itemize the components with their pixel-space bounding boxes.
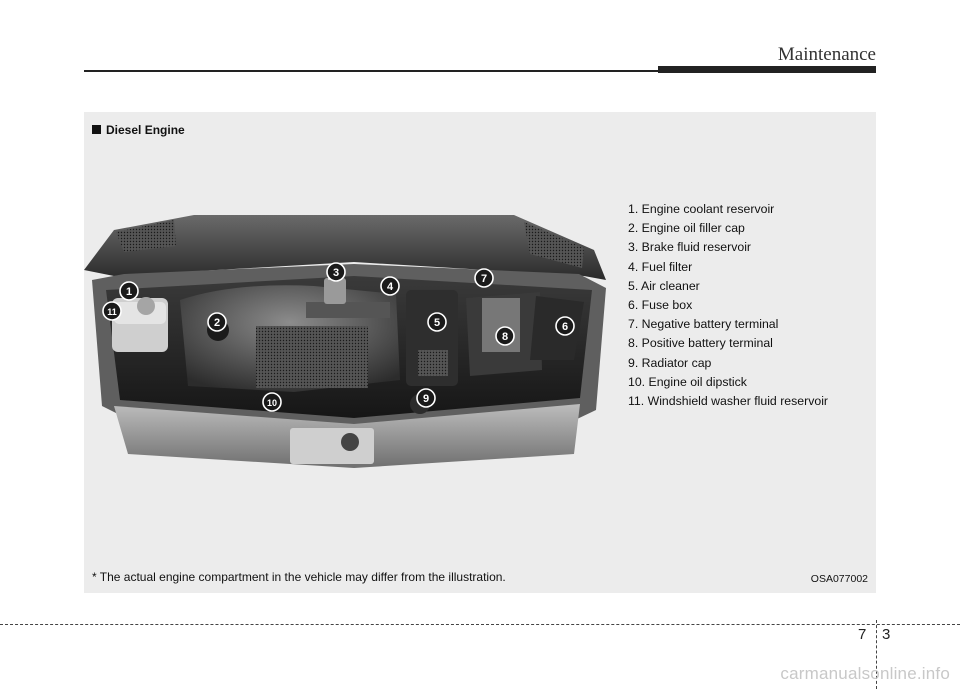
callout-marker-2 [207, 312, 227, 332]
callout-label-4: 4 [387, 281, 394, 293]
callout-label-7: 7 [481, 273, 487, 285]
header-rule-thin [84, 70, 664, 72]
callout-marker-6 [555, 316, 575, 336]
component-legend: 1. Engine coolant reservoir 2. Engine oi… [628, 200, 828, 411]
callout-label-3: 3 [333, 267, 339, 279]
legend-item: 1. Engine coolant reservoir [628, 202, 775, 216]
chapter-number: 7 [858, 626, 867, 643]
callout-marker-11 [102, 301, 122, 321]
section-title: Maintenance [777, 44, 876, 65]
legend-item: 2. Engine oil filler cap [628, 221, 745, 236]
callout-marker-8 [495, 326, 515, 346]
legend-item: 11. Windshield washer fluid reservoir [628, 393, 829, 408]
callout-label-2: 2 [214, 317, 220, 329]
callout-marker-7 [474, 268, 494, 288]
callout-label-9: 9 [423, 393, 429, 405]
callout-label-5: 5 [434, 317, 440, 329]
square-bullet-icon [92, 125, 101, 134]
callout-marker-1 [119, 281, 139, 301]
watermark: carmanualsonline.info [780, 664, 950, 683]
legend-item: 3. Brake fluid reservoir [628, 240, 752, 255]
callout-marker-3 [326, 262, 346, 282]
legend-item: 6. Fuse box [628, 297, 693, 312]
legend-item: 9. Radiator cap [628, 355, 712, 370]
legend-item: 7. Negative battery terminal [628, 317, 779, 332]
legend-item: 8. Positive battery terminal [628, 336, 773, 351]
callout-marker-10 [262, 392, 282, 412]
callout-label-6: 6 [562, 321, 568, 333]
legend-item: 10. Engine oil dipstick [628, 374, 747, 389]
illustration-panel: Diesel Engine [84, 112, 876, 593]
callout-label-1: 1 [126, 286, 132, 298]
callout-label-10: 10 [267, 398, 277, 408]
engine-compartment-illustration: 1 2 3 4 5 6 7 8 9 10 11 [84, 215, 606, 468]
legend-item: 5. Air cleaner [628, 278, 700, 293]
callout-label-11: 11 [107, 307, 117, 317]
callout-marker-9 [416, 388, 436, 408]
callout-marker-4 [380, 276, 400, 296]
header-rule-thick [658, 66, 876, 73]
callout-label-8: 8 [502, 331, 508, 343]
footnote: * The actual engine compartment in the v… [92, 570, 506, 584]
image-code: OSA077002 [810, 573, 868, 585]
page-number: 3 [882, 626, 891, 643]
legend-item: 4. Fuel filter [628, 259, 693, 274]
panel-heading-text: Diesel Engine [106, 123, 185, 137]
footer-dashed-rule [0, 624, 960, 625]
callout-marker-5 [427, 312, 447, 332]
footer-vertical-rule [876, 620, 877, 689]
panel-heading: Diesel Engine [92, 123, 185, 137]
